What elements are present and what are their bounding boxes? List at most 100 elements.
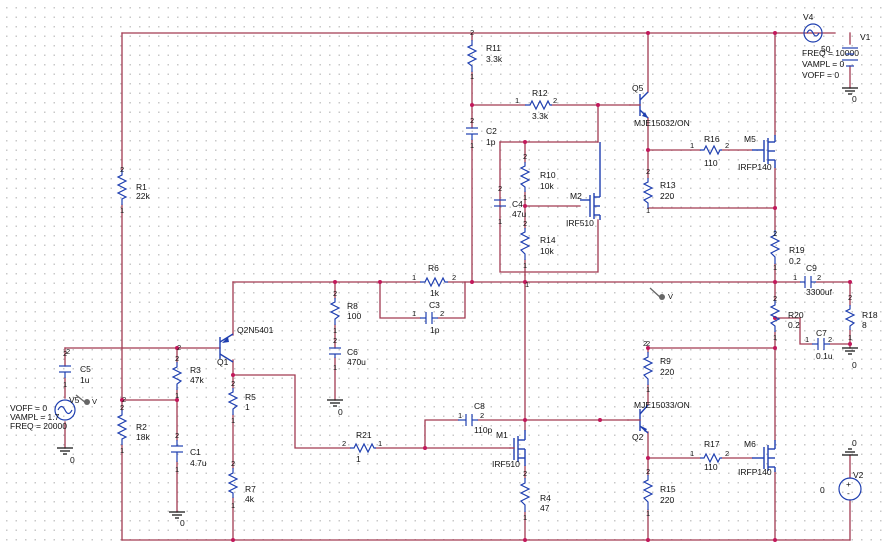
r12-name: R12 [532, 88, 548, 98]
source-v2[interactable]: + - V2 0 [820, 470, 864, 501]
mosfet-m6[interactable]: M6 IRFP140 [738, 439, 776, 477]
source-v1[interactable]: V1 50 [821, 32, 871, 67]
svg-text:0: 0 [180, 518, 185, 528]
svg-text:1: 1 [175, 465, 179, 474]
r21-value: 1 [356, 454, 361, 464]
resistor-r20[interactable]: R20 0.2 2 1 [769, 294, 804, 342]
c8-name: C8 [474, 401, 485, 411]
svg-text:1: 1 [120, 206, 124, 215]
v5-name: V5 [69, 395, 80, 405]
v2-value: 0 [820, 485, 825, 495]
transistor-q5[interactable]: Q5 MJE15032/ON [629, 83, 690, 128]
svg-text:1: 1 [793, 273, 797, 282]
transistor-q1[interactable]: Q2N5401 Q1 [217, 325, 274, 367]
q1-model: Q2N5401 [237, 325, 274, 335]
resistor-r3[interactable]: R3 47k 2 1 [171, 354, 204, 400]
svg-text:1: 1 [333, 326, 337, 335]
r3-name: R3 [190, 365, 201, 375]
capacitor-c4[interactable]: C4 47u 2 1 [494, 184, 526, 226]
resistor-r19[interactable]: R19 0.2 2 1 [769, 229, 805, 272]
c3-value: 1p [430, 325, 440, 335]
svg-text:2: 2 [773, 229, 777, 238]
svg-text:2: 2 [725, 141, 729, 150]
svg-text:1: 1 [378, 439, 382, 448]
c3-name: C3 [429, 300, 440, 310]
svg-text:1: 1 [690, 141, 694, 150]
resistor-r13[interactable]: R13 220 2 1 [642, 167, 676, 215]
capacitor-c2[interactable]: C2 1p 2 1 [466, 116, 497, 150]
q5-model: MJE15032/ON [634, 118, 690, 128]
capacitor-c1[interactable]: C1 4.7u 2 1 [171, 431, 207, 474]
voltage-probe-input[interactable]: V [75, 394, 97, 406]
resistor-r10[interactable]: R10 10k 2 1 [519, 152, 556, 202]
svg-text:2: 2 [643, 339, 647, 348]
svg-text:1: 1 [412, 273, 416, 282]
capacitor-c8[interactable]: C8 110p 1 2 [458, 401, 493, 435]
c2-value: 1p [486, 137, 496, 147]
svg-text:1: 1 [333, 363, 337, 372]
r10-value: 10k [540, 181, 554, 191]
resistor-r18[interactable]: R18 8 2 1 [844, 293, 878, 342]
capacitor-c3[interactable]: C3 1p 1 2 [412, 300, 444, 335]
m2-model: IRF510 [566, 218, 594, 228]
v4-freq: FREQ = 10000 [802, 48, 859, 58]
c1-value: 4.7u [190, 458, 207, 468]
resistor-r21[interactable]: R21 2 1 1 [342, 430, 382, 464]
svg-text:2: 2 [523, 469, 527, 478]
resistor-r11[interactable]: R11 3.3k 2 1 [466, 28, 503, 81]
ground-v2: 0 [842, 438, 858, 456]
source-v4[interactable]: V4 FREQ = 10000 VAMPL = 0 VOFF = 0 [802, 12, 859, 80]
source-v5[interactable]: V5 VOFF = 0 VAMPL = 1.7 FREQ = 20000 [10, 395, 80, 431]
ground-r18: 0 [842, 347, 858, 370]
svg-text:1: 1 [458, 411, 462, 420]
resistor-r12[interactable]: R12 3.3k 1 2 [515, 88, 557, 121]
resistor-r4[interactable]: R4 47 2 1 [519, 469, 551, 522]
mosfet-m2[interactable]: M2 IRF510 [566, 142, 601, 228]
c7-value: 0.1u [816, 351, 833, 361]
capacitor-c9[interactable]: C9 3300uf 1 2 [793, 263, 833, 297]
svg-text:0: 0 [852, 438, 857, 448]
svg-text:1: 1 [646, 206, 650, 215]
r2-value: 18k [136, 432, 150, 442]
svg-text:1: 1 [120, 446, 124, 455]
voltage-probe-output[interactable]: V [649, 287, 673, 301]
resistor-r6[interactable]: R6 1k 1 2 [412, 263, 456, 298]
m6-model: IRFP140 [738, 467, 772, 477]
r12-value: 3.3k [532, 111, 549, 121]
svg-text:1: 1 [848, 333, 852, 342]
svg-text:2: 2 [440, 309, 444, 318]
r13-value: 220 [660, 191, 674, 201]
r1-name: R1 [136, 182, 147, 192]
resistor-r8[interactable]: R8 100 2 1 [329, 289, 361, 335]
capacitor-c5[interactable]: C5 1u 2 1 [59, 349, 91, 389]
resistor-r14[interactable]: R14 10k 2 1 [519, 219, 556, 270]
v4-voff: VOFF = 0 [802, 70, 839, 80]
resistor-r7[interactable]: R7 4k 2 1 [227, 459, 256, 510]
resistor-r17[interactable]: R17 110 1 2 [690, 439, 729, 472]
c4-name: C4 [512, 199, 523, 209]
resistor-r1[interactable]: R1 22k 2 1 [116, 165, 150, 215]
svg-text:1: 1 [515, 96, 519, 105]
capacitor-c7[interactable]: C7 0.1u 1 2 [805, 328, 833, 361]
v2-plus: + [846, 479, 851, 489]
capacitor-c6[interactable]: C6 470u 2 1 [329, 336, 366, 372]
transistor-q2[interactable]: MJE15033/ON Q2 [627, 400, 690, 442]
r16-name: R16 [704, 134, 720, 144]
resistor-r9[interactable]: R9 220 2 1 [642, 339, 674, 394]
svg-text:2: 2 [470, 28, 474, 37]
c4-value: 47u [512, 209, 526, 219]
r13-name: R13 [660, 180, 676, 190]
resistor-r16[interactable]: R16 110 1 2 [690, 134, 729, 168]
resistor-r15[interactable]: R15 220 2 1 [642, 467, 676, 518]
resistor-r5[interactable]: R5 1 2 1 [227, 379, 256, 425]
svg-text:2: 2 [773, 294, 777, 303]
mosfet-m5[interactable]: M5 IRFP140 [738, 134, 776, 172]
svg-text:1: 1 [63, 380, 67, 389]
r17-name: R17 [704, 439, 720, 449]
r7-name: R7 [245, 484, 256, 494]
mosfet-m1[interactable]: M1 IRF510 [492, 430, 526, 469]
r17-value: 110 [704, 462, 718, 472]
r5-value: 1 [245, 402, 250, 412]
resistor-r2[interactable]: R2 18k 2 1 [116, 403, 150, 455]
svg-text:2: 2 [470, 116, 474, 125]
